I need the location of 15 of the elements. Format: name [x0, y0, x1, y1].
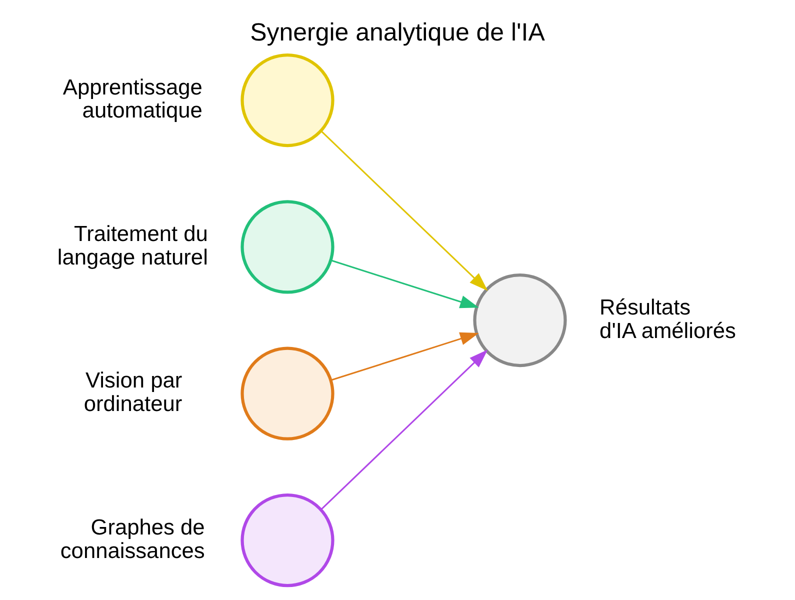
arrow [330, 260, 479, 308]
diagram-title: Synergie analytique de l'IA [250, 18, 545, 47]
node-label: Graphes de connaissances [60, 514, 205, 563]
node-label: Apprentissage automatique [62, 74, 202, 123]
node-circle [240, 346, 334, 440]
node-circle [240, 493, 334, 588]
arrow [320, 350, 488, 510]
node-label: Résultats d'IA améliorés [600, 294, 736, 343]
node-circle [240, 53, 334, 148]
arrow [320, 130, 488, 291]
node-circle [240, 200, 334, 294]
arrow [330, 332, 479, 381]
node-label: Vision par ordinateur [84, 368, 182, 416]
node-label: Traitement du langage naturel [57, 221, 208, 270]
node-circle [473, 273, 567, 368]
